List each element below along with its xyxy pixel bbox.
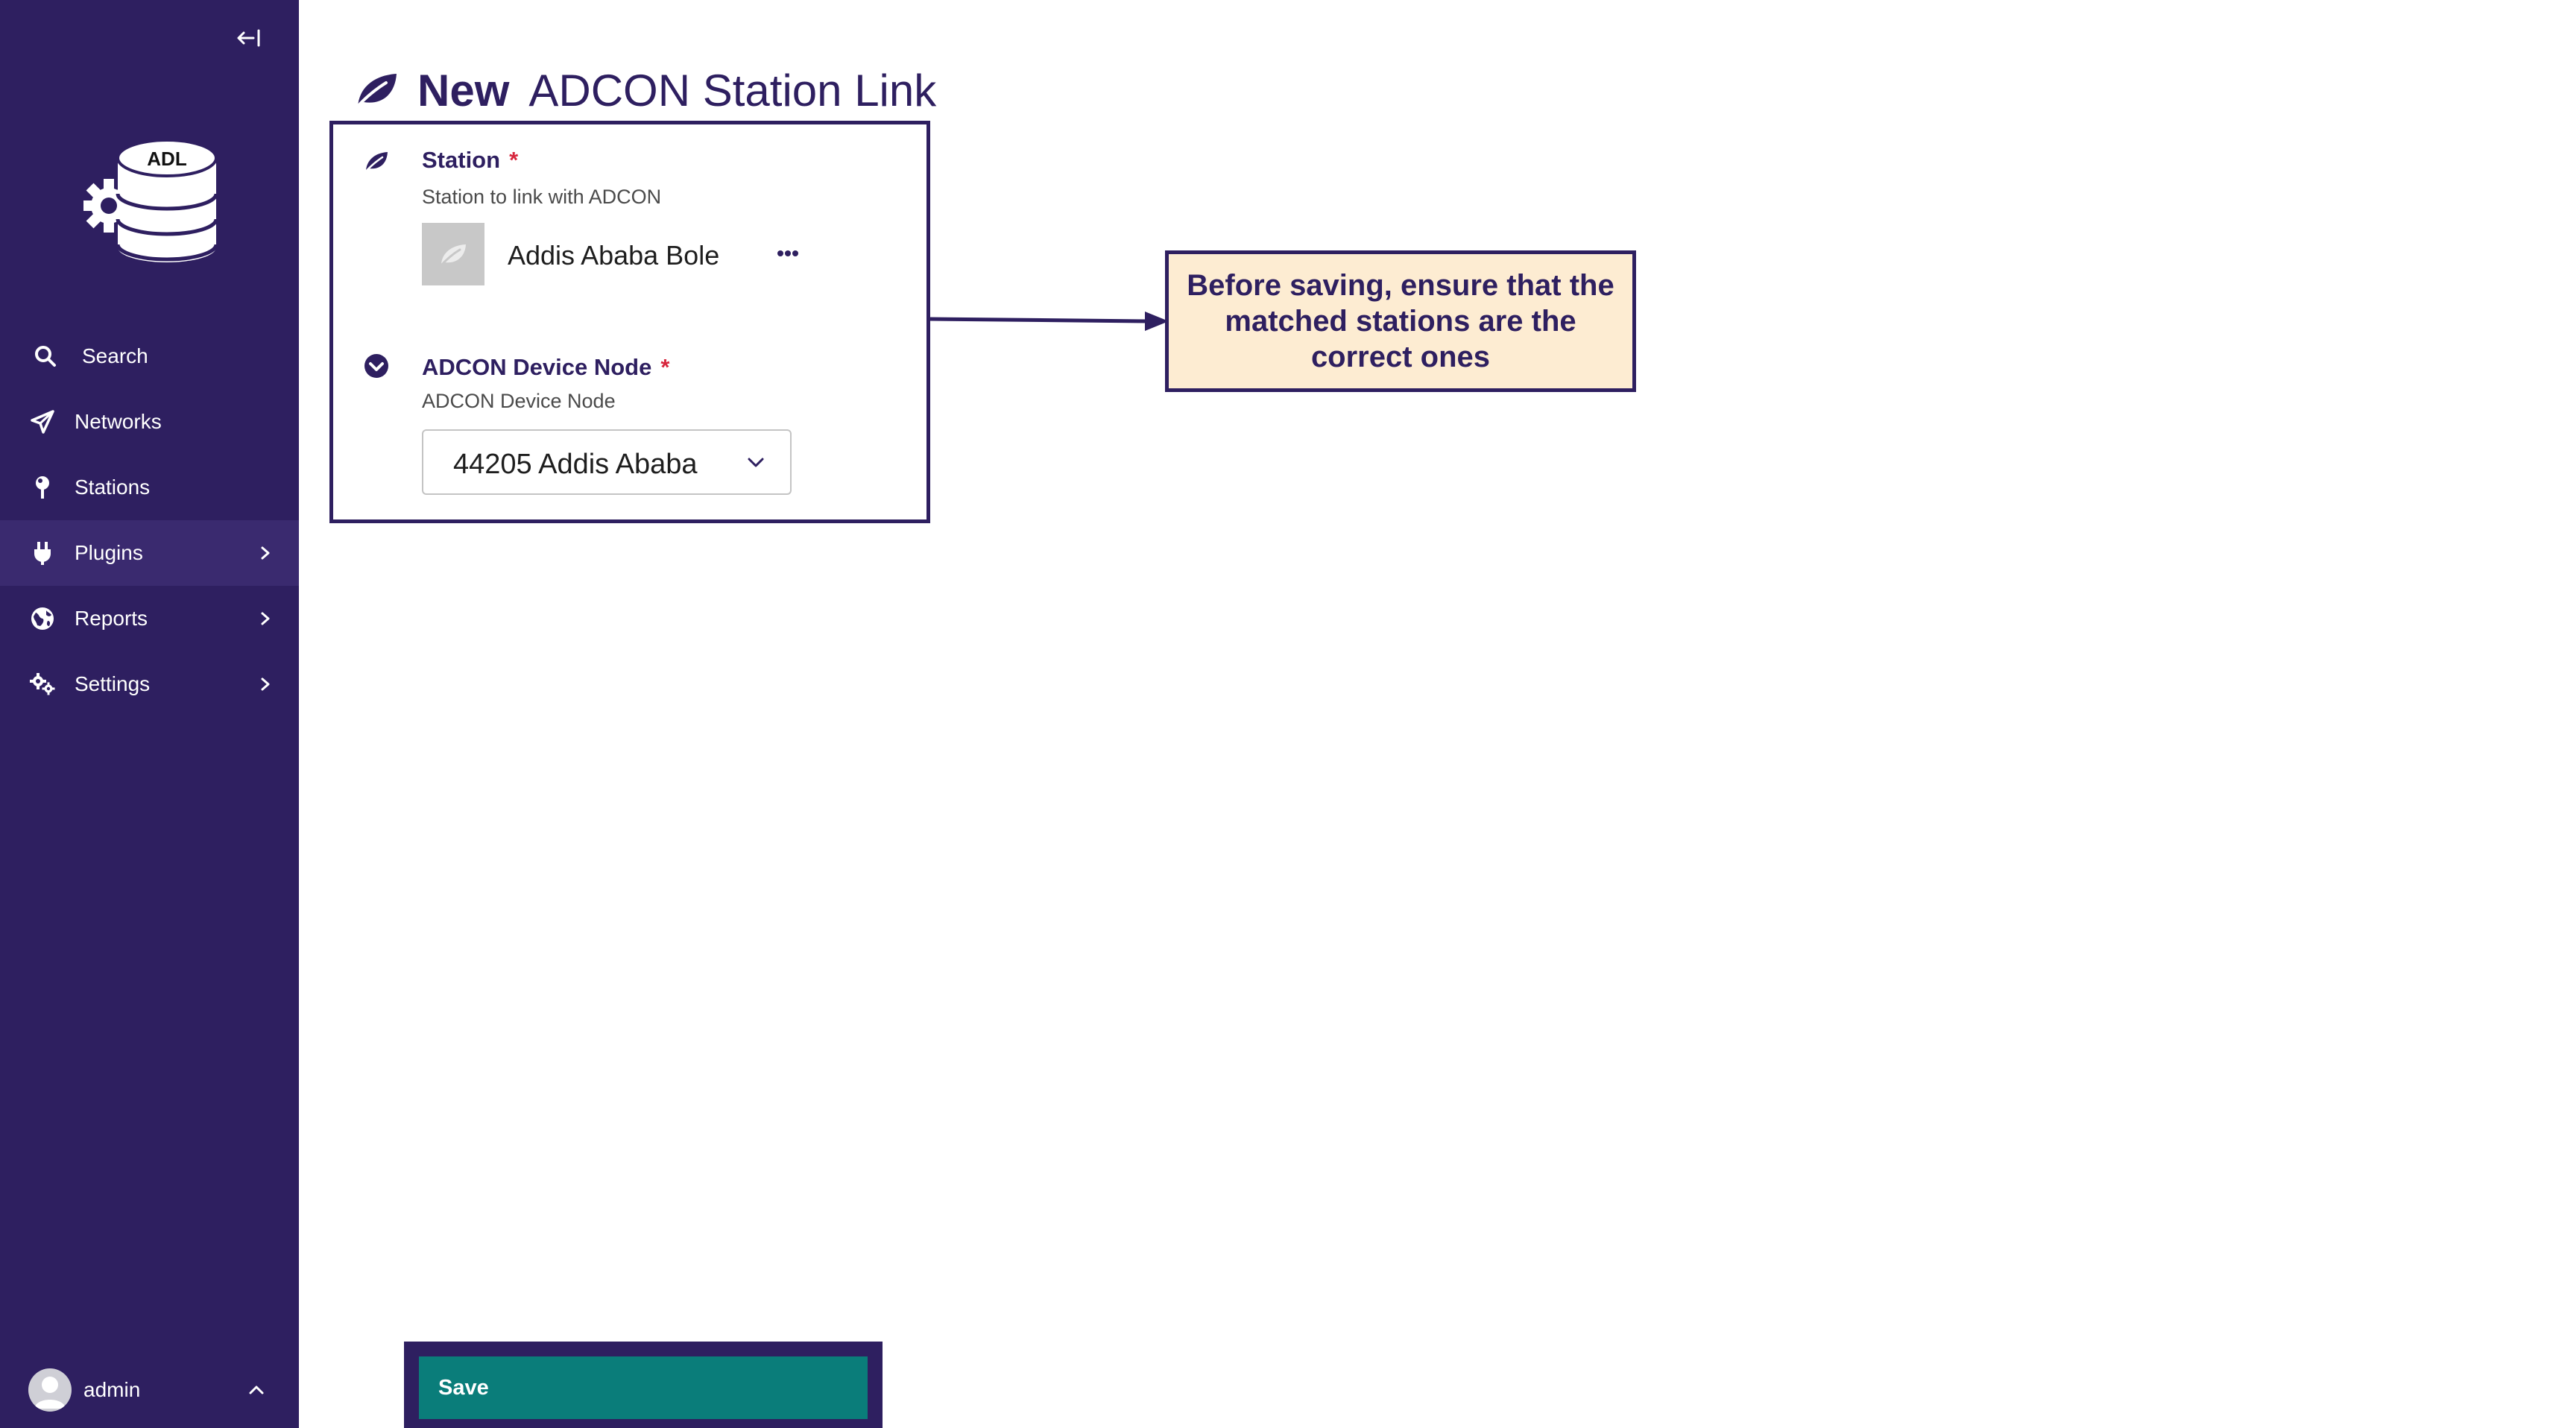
- plug-icon: [30, 540, 55, 566]
- sidebar-item-search[interactable]: Search: [0, 323, 299, 389]
- station-value[interactable]: Addis Ababa Bole: [508, 240, 720, 271]
- chevron-up-icon[interactable]: [247, 1383, 265, 1397]
- send-icon: [30, 409, 55, 435]
- device-node-label-text: ADCON Device Node: [422, 354, 652, 380]
- required-mark: *: [660, 354, 670, 380]
- sidebar-item-label: Stations: [75, 476, 151, 499]
- page-title-bold: New: [417, 65, 510, 116]
- device-node-select[interactable]: 44205 Addis Ababa: [422, 429, 792, 495]
- leaf-icon: [363, 148, 390, 175]
- device-node-field-label: ADCON Device Node *: [422, 354, 669, 381]
- collapse-sidebar-button[interactable]: [236, 27, 262, 49]
- sidebar: ADL Search Networks Stations: [0, 0, 299, 1428]
- app-logo: ADL: [82, 128, 218, 264]
- page-title: New ADCON Station Link: [353, 64, 936, 116]
- sidebar-item-stations[interactable]: Stations: [0, 455, 299, 520]
- chevron-down-icon: [745, 455, 766, 471]
- station-field-help: Station to link with ADCON: [422, 186, 662, 208]
- leaf-icon: [353, 69, 400, 111]
- avatar: [28, 1368, 72, 1412]
- station-more-button[interactable]: [773, 242, 803, 265]
- page-title-text: ADCON Station Link: [528, 65, 937, 116]
- chevron-right-icon: [258, 546, 273, 560]
- sidebar-item-reports[interactable]: Reports: [0, 586, 299, 651]
- annotation-note-text: Before saving, ensure that the matched s…: [1187, 269, 1614, 373]
- gears-icon: [30, 672, 55, 697]
- station-link-form: Station * Station to link with ADCON Addi…: [329, 121, 930, 523]
- annotation-note: Before saving, ensure that the matched s…: [1165, 250, 1636, 392]
- save-button-label: Save: [438, 1375, 489, 1400]
- sidebar-item-label: Settings: [75, 672, 151, 695]
- leaf-icon: [438, 244, 466, 268]
- station-field-label: Station *: [422, 147, 518, 174]
- user-name: admin: [83, 1378, 141, 1401]
- sidebar-item-label: Networks: [75, 410, 162, 433]
- save-bar: Save: [404, 1342, 883, 1428]
- globe-icon: [30, 606, 55, 631]
- sidebar-item-label: Reports: [75, 607, 148, 630]
- device-node-field-help: ADCON Device Node: [422, 390, 616, 412]
- sidebar-item-label: Search: [82, 344, 148, 367]
- annotation-arrow: [930, 312, 1169, 331]
- search-icon: [33, 344, 58, 369]
- chevron-right-icon: [258, 611, 273, 626]
- save-button[interactable]: Save: [419, 1356, 868, 1419]
- sidebar-item-label: Plugins: [75, 541, 143, 564]
- station-thumbnail: [422, 223, 484, 285]
- sidebar-item-plugins[interactable]: Plugins: [0, 520, 299, 586]
- chevron-right-icon: [258, 677, 273, 692]
- required-mark: *: [509, 147, 519, 173]
- map-pin-icon: [30, 475, 55, 500]
- user-menu[interactable]: admin: [0, 1358, 299, 1422]
- chevron-down-circle-icon: [363, 353, 390, 379]
- station-label-text: Station: [422, 147, 501, 173]
- device-node-selected-value: 44205 Addis Ababa: [453, 449, 698, 480]
- sidebar-item-networks[interactable]: Networks: [0, 389, 299, 455]
- sidebar-item-settings[interactable]: Settings: [0, 651, 299, 717]
- more-icon: [777, 250, 798, 256]
- logo-text: ADL: [147, 148, 187, 170]
- collapse-left-icon: [237, 29, 260, 47]
